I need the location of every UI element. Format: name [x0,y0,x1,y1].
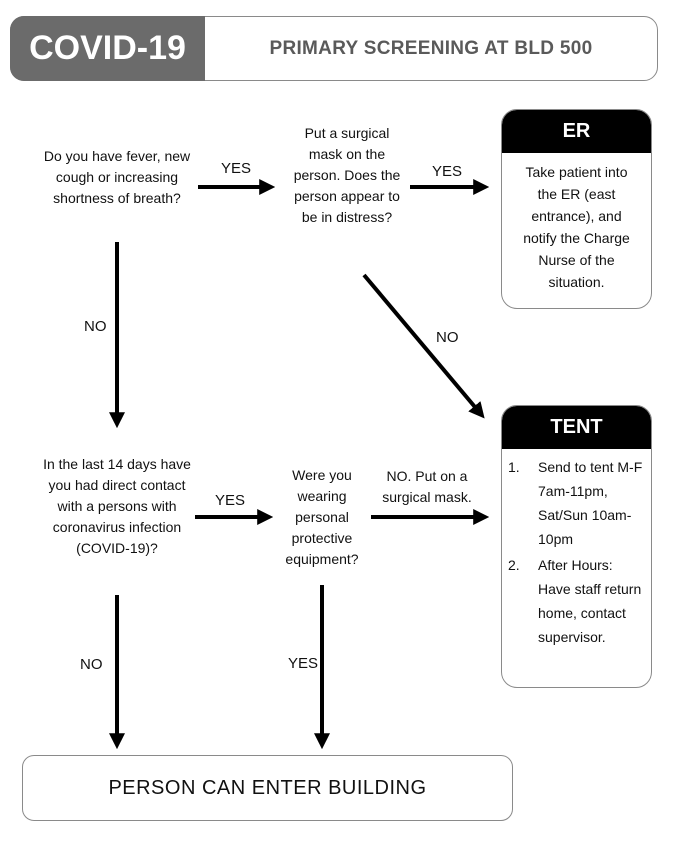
label-no-contact: NO [80,656,103,673]
covid-badge: COVID-19 [10,16,205,81]
label-yes-contact: YES [215,492,246,509]
er-card: ER Take patient into the ER (east entran… [501,109,652,309]
label-no-fever: NO [84,318,107,335]
tent-item: 2. After Hours: Have staff return home, … [508,553,643,649]
tent-item-text: Send to tent M-F 7am-11pm, Sat/Sun 10am-… [538,459,643,547]
er-card-title: ER [502,110,651,153]
arrow-distress-no [362,273,485,419]
label-no-distress: NO [436,329,459,346]
label-yes-fever: YES [221,160,252,177]
tent-item: 1. Send to tent M-F 7am-11pm, Sat/Sun 10… [508,455,643,551]
question-contact: In the last 14 days have you had direct … [43,456,191,556]
tent-card: TENT 1. Send to tent M-F 7am-11pm, Sat/S… [501,405,652,688]
question-fever: Do you have fever, new cough or increasi… [43,148,191,206]
er-card-text: Take patient into the ER (east entrance)… [523,164,630,290]
tent-card-title: TENT [502,406,651,449]
tent-item-number: 1. [508,459,520,475]
question-mask-distress: Put a surgical mask on the person. Does … [293,125,401,225]
tent-item-text: After Hours: Have staff return home, con… [538,557,642,645]
header-subtitle: PRIMARY SCREENING AT BLD 500 [269,37,593,59]
tent-instructions: 1. Send to tent M-F 7am-11pm, Sat/Sun 10… [502,449,651,649]
tent-item-number: 2. [508,557,520,573]
label-yes-ppe: YES [288,655,319,672]
enter-building-box: PERSON CAN ENTER BUILDING [22,755,513,821]
question-ppe: Were you wearing personal protective equ… [285,467,359,567]
label-no-put-mask: NO. Put on a surgical mask. [382,468,472,505]
label-yes-distress: YES [432,163,463,180]
